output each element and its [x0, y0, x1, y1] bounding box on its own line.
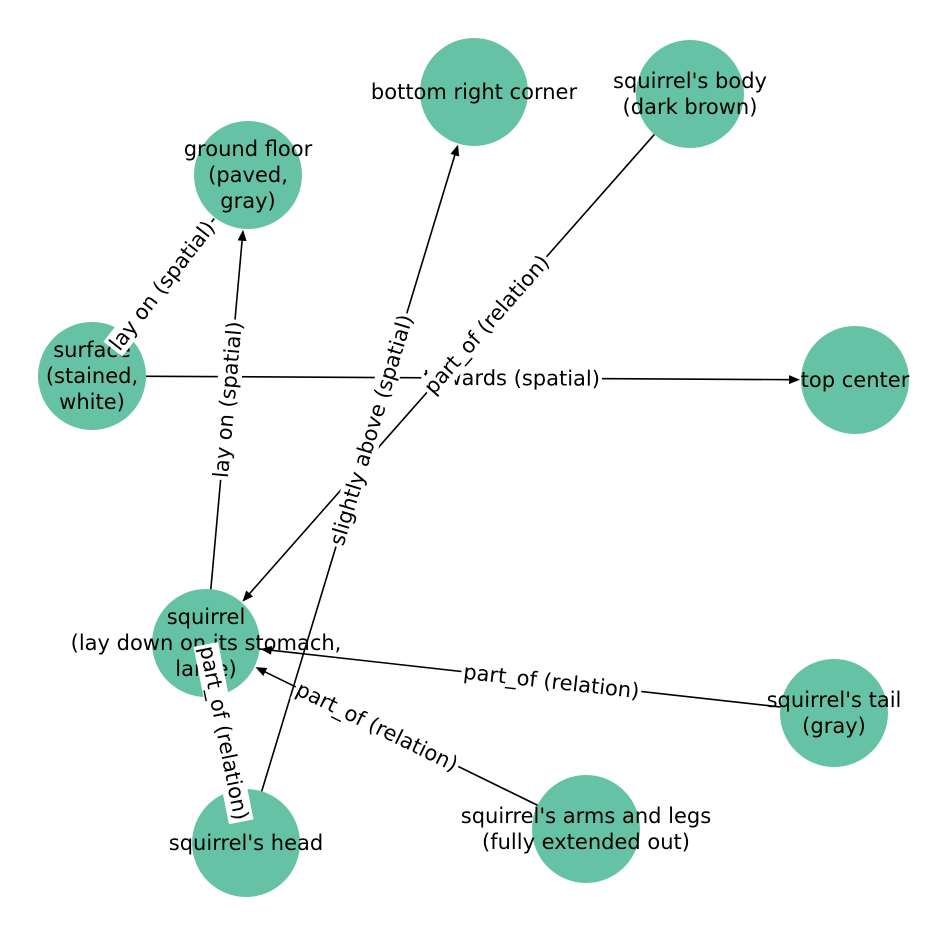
node-label-line: (gray) [802, 714, 866, 738]
node-label-line: (dark brown) [623, 95, 758, 119]
edge-label-background [460, 659, 643, 705]
node-label-line: ground floor [184, 137, 313, 161]
node-label-line: top center [801, 368, 910, 392]
node-label-line: (stained, [46, 364, 138, 388]
edge-label-background [421, 365, 603, 391]
edge-label: slightly above (spatial) [325, 312, 418, 548]
node-top-center: top center [801, 326, 910, 434]
node-circle [420, 38, 528, 146]
node-circle [192, 789, 300, 897]
edge-label: lay on (spatial) [105, 216, 220, 355]
arrow-head [237, 229, 247, 242]
node-squirrels-tail: squirrel's tail(gray) [767, 659, 902, 767]
node-circle [801, 326, 909, 434]
edge-label-group: lay on (spatial) [103, 214, 222, 357]
edge-label: part_of (relation) [462, 660, 641, 704]
node-circle [780, 659, 888, 767]
edge-label-group: part_of (relation) [290, 676, 464, 779]
edge-label-background [103, 214, 222, 357]
node-squirrels-head: squirrel's head [169, 789, 323, 897]
edge-label: part_of (relation) [292, 677, 462, 777]
node-label-line: squirrel's arms and legs [461, 804, 711, 828]
arrow-head [450, 144, 460, 157]
node-label-line: squirrel's head [169, 831, 323, 855]
node-squirrels-arms-and-legs: squirrel's arms and legs(fully extended … [461, 775, 711, 883]
arrow-head [255, 667, 268, 677]
edge-label-background [417, 248, 557, 402]
edge-label-group: part_of (relation) [460, 659, 643, 705]
edge-label-background [290, 676, 464, 779]
node-ground-floor: ground floor(paved,gray) [184, 121, 313, 229]
node-circle [532, 775, 640, 883]
node-circle [152, 589, 260, 697]
node-circle [194, 121, 302, 229]
edge-label-background [208, 318, 247, 481]
arrow-head [260, 645, 273, 655]
node-label-line: white) [59, 390, 125, 414]
node-label-line: gray) [220, 189, 275, 213]
node-circle [636, 40, 744, 148]
node-label-line: squirrel's tail [767, 688, 902, 712]
node-label-line: squirrel [167, 605, 246, 629]
edge-label-group: slightly above (spatial) [324, 309, 419, 551]
node-label-line: bottom right corner [371, 80, 578, 104]
arrow-head [788, 375, 801, 385]
nodes-layer: ground floor(paved,gray) bottom right cor… [38, 38, 910, 897]
edge-label-background [193, 641, 254, 825]
arrow-head [242, 590, 254, 602]
edge-label-group: lay on (spatial) [208, 318, 247, 481]
node-label-line: (fully extended out) [482, 830, 690, 854]
edge-label: lay on (spatial) [209, 320, 247, 478]
node-squirrels-body: squirrel's body(dark brown) [613, 40, 767, 148]
edge-labels-layer: lay on (spatial)lay on (spatial)towards … [103, 214, 643, 825]
edge-label-background [324, 309, 419, 551]
node-label-line: squirrel's body [613, 69, 767, 93]
node-label-line: (paved, [208, 163, 288, 187]
node-bottom-right-corner: bottom right corner [371, 38, 578, 146]
edges-layer [92, 94, 833, 842]
